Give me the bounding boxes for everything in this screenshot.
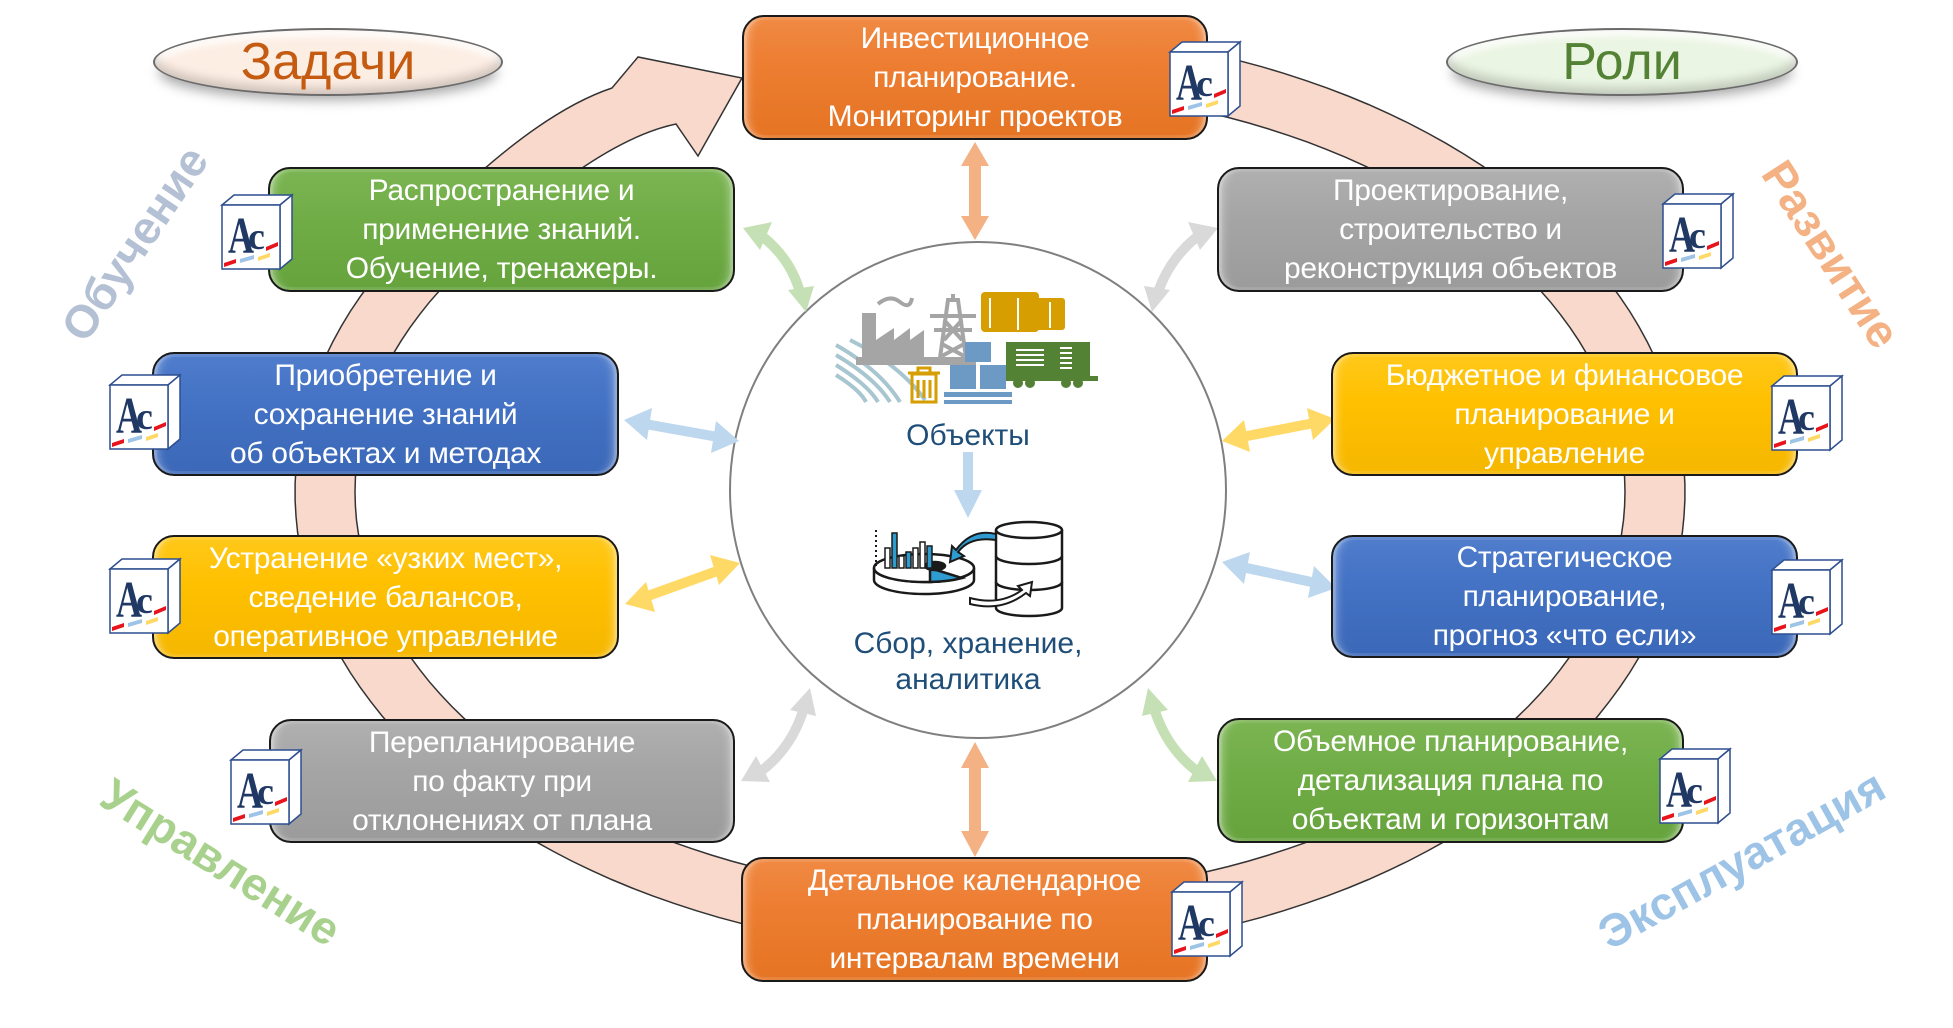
svg-text:c: c (136, 396, 153, 438)
svg-text:c: c (1198, 903, 1215, 945)
svg-text:A: A (1178, 895, 1204, 952)
svg-text:c: c (1798, 581, 1815, 623)
svg-text:c: c (136, 580, 153, 622)
ac-logo-icon: A c (108, 373, 182, 451)
ac-logo-icon: A c (220, 193, 294, 271)
ac-logo-icon: A c (1170, 880, 1244, 958)
box-calendar-planning[interactable]: Детальное календарное планирование по ин… (741, 857, 1208, 982)
arrow-strategic-to-center (1222, 552, 1336, 598)
box-label: Проектирование, строительство и реконстр… (1283, 174, 1617, 285)
arrow-budget-to-center (1222, 408, 1335, 452)
box-label: Детальное календарное планирование по ин… (807, 864, 1142, 975)
svg-text:c: c (257, 771, 274, 813)
box-replanning[interactable]: Перепланирование по факту при отклонения… (269, 719, 735, 843)
ac-logo-icon: A c (1770, 374, 1844, 452)
ac-logo-icon: A c (1658, 747, 1732, 825)
box-label: Стратегическое планирование, прогноз «чт… (1432, 541, 1697, 652)
svg-text:c: c (1689, 215, 1706, 257)
svg-text:A: A (116, 388, 142, 445)
tasks-header-label: Задачи (240, 33, 416, 91)
objects-to-analytics-arrow (954, 452, 982, 518)
arrow-bottlenecks-to-center (625, 555, 740, 612)
connector-arrows (624, 142, 1336, 857)
box-label: Бюджетное и финансовое планирование и уп… (1385, 358, 1744, 470)
roles-header-label: Роли (1562, 33, 1682, 91)
svg-text:A: A (237, 763, 263, 820)
ac-logo-icon: A c (1661, 192, 1735, 270)
arrow-calendar-to-center (961, 742, 989, 857)
tasks-header: Задачи (153, 28, 503, 96)
box-knowledge-acquire[interactable]: Приобретение и сохранение знаний об объе… (152, 352, 619, 476)
svg-text:A: A (228, 208, 254, 265)
box-label: Перепланирование по факту при отклонения… (352, 725, 652, 837)
arrow-knowledge-spread-to-center (743, 222, 814, 312)
svg-text:c: c (1686, 770, 1703, 812)
box-label: Устранение «узких мест», сведение баланс… (208, 541, 563, 653)
box-label: Объемное планирование, детализация плана… (1272, 725, 1628, 836)
box-design-construction[interactable]: Проектирование, строительство и реконстр… (1217, 167, 1684, 292)
arrow-design-to-center (1144, 222, 1218, 312)
svg-text:c: c (1196, 63, 1213, 105)
box-budget-planning[interactable]: Бюджетное и финансовое планирование и уп… (1331, 352, 1798, 476)
objects-label: Объекты (906, 419, 1030, 452)
industrial-objects-icon (834, 292, 1098, 404)
box-label: Приобретение и сохранение знаний об объе… (229, 358, 542, 470)
box-volume-planning[interactable]: Объемное планирование, детализация плана… (1217, 718, 1684, 843)
arrow-replanning-to-center (741, 688, 816, 782)
svg-text:A: A (1176, 55, 1202, 112)
box-investment-planning[interactable]: Инвестиционное планирование. Мониторинг … (742, 15, 1208, 140)
ac-logo-icon: A c (229, 748, 303, 826)
box-label: Инвестиционное планирование. Мониторинг … (827, 22, 1123, 133)
ac-logo-icon: A c (108, 557, 182, 635)
box-strategic-planning[interactable]: Стратегическое планирование, прогноз «чт… (1331, 535, 1798, 658)
svg-text:A: A (116, 572, 142, 629)
arrow-knowledge-acquire-to-center (624, 408, 739, 453)
ac-logo-icon: A c (1770, 558, 1844, 636)
svg-text:A: A (1778, 389, 1804, 446)
roles-header: Роли (1446, 28, 1798, 96)
svg-text:A: A (1666, 762, 1692, 819)
analytics-label: Сбор, хранение, аналитика (853, 627, 1083, 696)
box-label: Распространение и применение знаний. Обу… (345, 174, 658, 285)
ac-logo-icon: A c (1168, 40, 1242, 118)
svg-text:A: A (1778, 573, 1804, 630)
svg-text:c: c (248, 216, 265, 258)
box-bottlenecks[interactable]: Устранение «узких мест», сведение баланс… (152, 535, 619, 659)
box-knowledge-spread[interactable]: Распространение и применение знаний. Обу… (268, 167, 735, 292)
arrow-investment-to-center (961, 142, 989, 240)
svg-text:c: c (1798, 397, 1815, 439)
svg-text:A: A (1669, 207, 1695, 264)
arrow-volume-to-center (1142, 688, 1217, 782)
database-analytics-icon (872, 520, 1064, 618)
